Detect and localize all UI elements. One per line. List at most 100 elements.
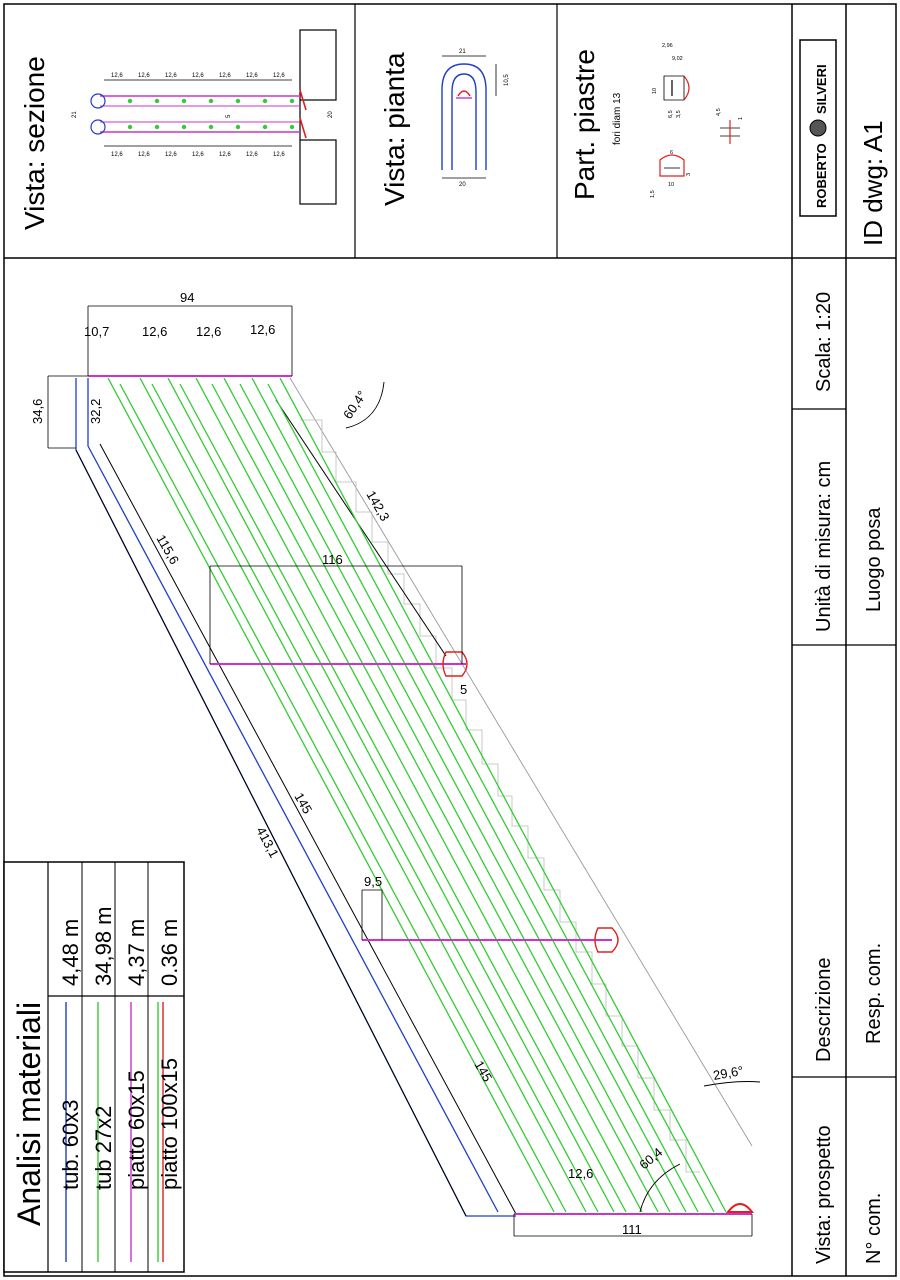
prospetto-plates [47,305,761,1237]
sezione-side: 20 [328,111,334,118]
piastre-drawing [659,75,740,177]
piastre-dim-d: 6,5 [668,110,674,118]
material-name-2: piatto 60x15 [124,1070,149,1190]
piastre-dim-labels: 2,96 9,02 10 6,5 3,5 4,5 1 6 1,5 10 3 [650,43,744,198]
sezione-pitch-bottom-2: 12,6 [138,152,150,158]
dim-d3: 12,6 [196,324,221,339]
dim-small: 9,5 [364,874,382,889]
sezione-pitch-bottom-1: 12,6 [111,152,123,158]
info-luogo: Luogo posa [863,507,885,612]
fitting-mid-1 [442,651,468,677]
pianta-label: Vista: pianta [379,52,410,206]
sezione-pitch-bottom-6: 12,6 [246,152,258,158]
material-qty-0: 4,48 m [58,919,83,986]
piastre-dim-i: 1,5 [650,190,656,198]
info-resp: Resp. com. [863,943,885,1044]
green-rail-2 [139,377,587,1213]
dim-frame-left [47,375,88,449]
dim-top-total: 94 [180,290,194,305]
dim-h2: 32,2 [88,399,103,424]
dim-h1: 34,6 [30,399,45,424]
sezione-pitch-top-4: 12,6 [192,73,204,79]
black-diag-1 [75,449,467,1217]
green-rail-12 [279,377,727,1213]
piastre-dim-k: 3 [686,173,692,176]
material-qty-2: 4,37 m [124,919,149,986]
dim-angle-low: 60,4 [636,1145,665,1173]
green-rail-4 [167,377,615,1213]
sezione-dim-labels: 12,6 12,6 12,6 12,6 12,6 12,6 12,6 12,6 … [72,73,334,158]
sheet-border [3,3,897,1277]
dim-angle-bottom: 29,6° [712,1063,745,1083]
step-profile [300,419,700,1173]
info-unita: Unità di misura: cm [813,461,835,632]
dim-angle-top: 60,4° [340,388,369,422]
material-qty-3: 0.36 m [157,919,182,986]
black-diag-2 [99,443,517,1215]
logo-right: SILVERI [814,64,829,114]
piastre-dim-e: 3,5 [676,110,682,118]
logo-emblem-icon [809,119,827,137]
dim-d2: 12,6 [142,324,167,339]
piastre-sub: fori diam 13 [612,92,623,145]
green-rail-11 [267,383,715,1213]
sezione-pitch-top-2: 12,6 [138,73,150,79]
green-rail-3 [151,383,599,1213]
sezione-gap: 5 [226,114,232,118]
material-qty-1: 34,98 m [91,907,116,987]
sezione-pitch-bottom-4: 12,6 [192,152,204,158]
dim-frame-bottom [513,1214,753,1237]
dim-bottom-pitch: 12,6 [568,1166,593,1181]
fitting-bottom [725,1203,755,1213]
materials-title: Analisi materiali [11,1002,47,1226]
id-dwg: ID dwg: A1 [858,120,888,246]
dim-span-mid: 116 [322,552,343,567]
green-rail-10 [251,377,699,1213]
dim-frame-mid [209,565,463,664]
sezione-pitch-top-7: 12,6 [273,73,285,79]
green-rails [107,377,727,1213]
dim-d1: 10,7 [84,324,109,339]
piastre-dim-g: 1 [738,117,744,120]
dim-diag-145b: 145 [471,1058,495,1084]
dim-frame-small [361,889,383,940]
green-rail-5 [179,383,627,1213]
sezione-cell: Vista: sezione 12,6 12,6 12,6 [19,29,337,230]
company-logo: ROBERTO SILVERI [799,39,837,217]
material-name-0: tub. 60x3 [58,1099,83,1190]
green-rail-8 [223,377,671,1213]
sezione-pitch-top-1: 12,6 [111,73,123,79]
material-name-1: tub 27x2 [91,1106,116,1190]
sezione-height: 21 [72,111,78,118]
logo-left: ROBERTO [814,143,829,208]
dim-diag-total: 413,1 [253,824,282,860]
piastre-cell: Part. piastre fori diam 13 2,96 9,02 10 … [569,43,744,200]
sezione-label: Vista: sezione [19,56,50,230]
dim-d4: 12,6 [250,322,275,337]
materials-table: Analisi materiali tub. 60x3 4,48 m tub 2… [3,861,185,1273]
dim-offset: 5 [460,682,467,697]
green-rail-1 [119,383,567,1213]
piastre-dim-b: 9,02 [672,56,683,62]
piastre-dim-j: 10 [668,182,674,188]
info-scala: Scala: 1:20 [813,292,835,392]
pianta-dim-right: 10,5 [504,74,510,86]
angle-arc-bottom [703,1081,761,1087]
piastre-dim-a: 2,96 [662,43,673,49]
pianta-dim-bottom: 20 [459,182,466,188]
info-n-com: N° com. [863,1193,885,1264]
angle-arc-top [345,381,385,429]
sezione-pitch-bottom-7: 12,6 [273,152,285,158]
dim-bottom-total: 111 [622,1222,642,1237]
dim-frame-top [87,305,293,376]
green-rail-7 [211,383,659,1213]
pianta-drawing [441,55,497,179]
sezione-pitch-top-3: 12,6 [165,73,177,79]
green-rail-9 [239,383,687,1213]
green-rail-0 [107,377,555,1213]
sezione-pitch-bottom-3: 12,6 [165,152,177,158]
material-name-3: piatto 100x15 [157,1058,182,1190]
fitting-mid-2 [594,927,619,953]
angle-arc-low [639,1163,681,1213]
